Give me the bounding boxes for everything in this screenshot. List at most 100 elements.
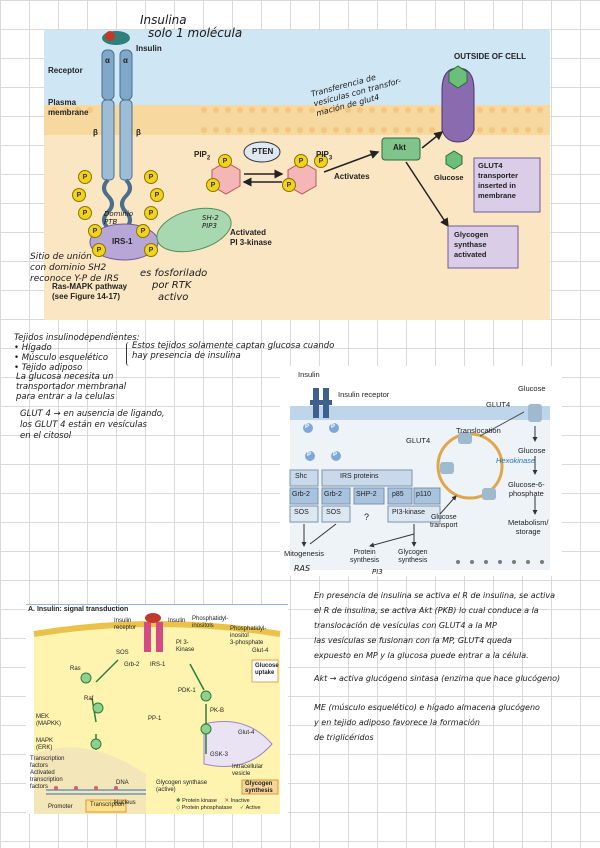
- fig2-p85: p85: [392, 491, 404, 498]
- akt-label: Akt: [393, 143, 406, 152]
- fig2-sosb: SOS: [326, 509, 341, 516]
- fig2-grb2b: Grb-2: [324, 491, 342, 498]
- fig3-glut4: Glut-4: [252, 648, 269, 654]
- glycogen-synthase-box: Glycogen synthase activated: [454, 230, 488, 260]
- fig3-insulin: Insulin: [168, 618, 186, 624]
- notes-glucosa-line: para entrar a la celulas: [16, 392, 115, 402]
- fig2-g6p: Glucose-6- phosphate: [508, 480, 545, 498]
- glut4-box-line: GLUT4: [478, 161, 503, 170]
- hand-ptb-note: Dominio PTB: [104, 210, 133, 226]
- fig3-legend-item: Protein phosphatase: [181, 805, 233, 811]
- outside-of-cell-label: OUTSIDE OF CELL: [454, 52, 526, 61]
- notes2-line: En presencia de insulina se activa el R …: [314, 591, 555, 600]
- fig2-g6p-line: Glucose-6-: [508, 480, 545, 489]
- beta-label: β: [136, 128, 141, 137]
- fig3-glycogen-synthase: Glycogen synthase (active): [156, 780, 207, 794]
- notes-akt-paragraph: En presencia de insulina se activa el R …: [314, 588, 555, 663]
- fig3-ph-line: inositols: [192, 623, 214, 629]
- fig2-protein-line: Protein: [353, 549, 376, 556]
- notes-tejidos-item-text: Hígado: [21, 343, 52, 353]
- beta-label: β: [93, 128, 98, 137]
- fig2-hand-ras: RAS: [294, 564, 311, 573]
- fig3-atf-line: factors: [30, 784, 49, 790]
- fig2-hand-pi3: PI3: [372, 568, 383, 576]
- hand-fosforilado-note: es fosforilado por RTK activo: [140, 268, 207, 304]
- fig3-irs1: IRS-1: [150, 662, 166, 668]
- fig3-gs-line: (active): [156, 787, 176, 793]
- hand-fosf-line: es fosforilado: [140, 268, 208, 279]
- brace: [126, 342, 133, 366]
- phospho-badge: P: [294, 154, 308, 168]
- phospho-badge: P: [144, 206, 158, 220]
- protein-kinase-icon: ✱: [176, 798, 181, 804]
- fig3-insulin-receptor: Insulin receptor: [114, 618, 136, 632]
- fig3-sos: SOS: [116, 650, 129, 656]
- fig2-metab: Metabolism/ storage: [508, 518, 548, 536]
- fig3-intracellular: Intracellular vesicle: [232, 764, 263, 778]
- fig3-legend: ✱ Protein kinase ✕ Inactive ◇ Protein ph…: [176, 798, 261, 812]
- fig2-g6p-line: phosphate: [508, 489, 544, 498]
- fig3-legend-row: ✱ Protein kinase ✕ Inactive: [176, 798, 261, 805]
- fig2-glycogen: Glycogen synthesis: [398, 549, 428, 565]
- hand-sitio-line: Sitio de unión: [30, 252, 92, 262]
- active-icon: ✓: [239, 805, 245, 811]
- fig2-shp2: SHP-2: [356, 491, 377, 498]
- pip2-text: PIP: [194, 150, 207, 159]
- glut4-transporter-box: GLUT4 transporter inserted in membrane: [478, 161, 518, 201]
- glut4-box-line: transporter: [478, 171, 519, 180]
- fig2-pi3k: PI3-kinase: [392, 509, 426, 516]
- notes-tejidos-item: • Tejido adiposo: [14, 363, 83, 373]
- phospho-badge: P: [88, 224, 102, 238]
- fig3-promoter: Promoter: [48, 804, 73, 810]
- hand-ptb-line: PTB: [104, 218, 118, 226]
- fig2-glut4-top: GLUT4: [486, 400, 511, 409]
- notes2-line: expuesto en MP y la glucosa puede entrar…: [314, 651, 529, 660]
- phospho-badge: P: [314, 154, 328, 168]
- fig3-glucose-uptake: Glucose uptake: [255, 663, 279, 677]
- fig3-phosphatidyl3: Phosphatidyl- inositol 3-phosphate: [230, 626, 266, 647]
- fig2-glycogen-line: Glycogen: [398, 549, 428, 556]
- fig3-legend-row: ◇ Protein phosphatase ✓ Active: [176, 805, 261, 812]
- fig3-legend-item: Active: [245, 805, 261, 811]
- notes-side-line: Estos tejidos solamente captan glucosa c…: [132, 341, 335, 351]
- receptor-label: Receptor: [48, 66, 83, 75]
- plasma-membrane-label: Plasma membrane: [48, 98, 88, 118]
- glycogen-box-line: Glycogen: [454, 230, 489, 239]
- pten-label: PTEN: [252, 147, 274, 156]
- fig3-ph-line: Phosphatidyl-: [192, 616, 229, 622]
- fig3-pp1: PP-1: [148, 716, 162, 722]
- notes-glut4-line: los GLUT 4 están en vesículas: [20, 420, 147, 430]
- fig3-grb2: Grb-2: [124, 662, 140, 668]
- figure-insulin-receptor: P P P P P P P P P P P P P P P Insulin Re…: [44, 30, 550, 320]
- fig2-glycogen-line: synthesis: [398, 557, 428, 564]
- activated-pi3k-label: Activated PI 3-kinase: [230, 228, 272, 248]
- fig3-legend-item: Protein kinase: [182, 798, 217, 804]
- pip2-subscript: 2: [206, 155, 211, 162]
- fig2-gt-line: transport: [430, 522, 458, 529]
- notes-side: Estos tejidos solamente captan glucosa c…: [132, 341, 334, 361]
- fig2-question: ?: [364, 512, 370, 522]
- hand-insulina: Insulina: [140, 13, 187, 27]
- fig3-mek-line: MEK: [36, 714, 50, 720]
- glucose-label: Glucose: [434, 173, 464, 182]
- fig3-pi3-line: Kinase: [176, 647, 195, 653]
- notes2-line: las vesículas se fusionan con la MP, GLU…: [314, 636, 512, 645]
- pip2-label: PIP2: [194, 150, 210, 162]
- phospho-badge: P: [144, 170, 158, 184]
- fig2-glucose-transport: Glucose transport: [430, 514, 458, 530]
- hand-sitio-line: reconoce Y-P de IRS: [30, 274, 119, 284]
- fig3-ph3-line: Phosphatidyl-: [230, 626, 267, 632]
- glut4-box-line: inserted in: [478, 181, 516, 190]
- fig3-gsk3: GSK-3: [210, 752, 229, 758]
- fig3-glut4b: Glut-4: [238, 730, 255, 736]
- pip3-text: PIP: [316, 150, 329, 159]
- fig3-gsy-line: Glycogen: [245, 781, 273, 787]
- fig2-glucose-top: Glucose: [518, 384, 546, 393]
- fig3-atf-line: transcription: [30, 777, 63, 783]
- pip3-subscript: 3: [328, 155, 333, 162]
- fig3-ir-line: receptor: [114, 625, 137, 631]
- fig3-pkb: PK-B: [210, 708, 225, 714]
- figure-glut4-translocation: Insulin Insulin receptor Glucose GLUT4 G…: [280, 366, 562, 576]
- fig2-metab-line: Metabolism/: [508, 518, 549, 527]
- hand-sitio-line: con dominio SH2: [30, 263, 107, 273]
